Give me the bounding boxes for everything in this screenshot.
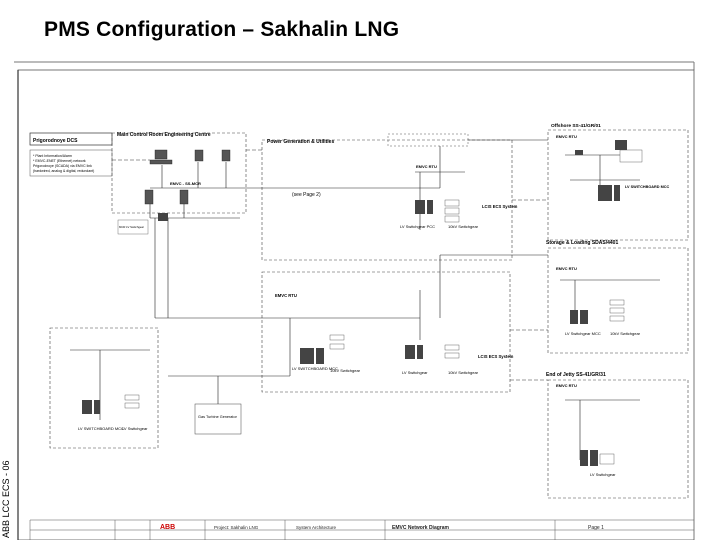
mid-lv2-label: LV Switchgear <box>402 370 428 375</box>
storage-area <box>547 247 689 354</box>
see-page-label: (see Page 2) <box>292 192 321 198</box>
ll-kv-label: LV Switchgear <box>122 426 148 431</box>
prigorodnoye-label: Prigorodnoye DCS <box>33 138 78 144</box>
gtg-label: Gas Turbine Generator <box>198 415 238 419</box>
emvc-rtu-label-sl: EMVC RTU <box>556 266 577 271</box>
mcr-workstation-icon <box>144 149 231 205</box>
mcr-area <box>111 132 247 214</box>
notes-box <box>29 149 113 177</box>
title-block <box>29 519 694 540</box>
mid-cabinets <box>300 334 460 364</box>
emvc-rtu-label-pg: EMVC RTU <box>416 164 437 169</box>
end-jetty-cabinets <box>580 450 615 466</box>
power-gen-label: Power Generation & Utilities <box>267 139 334 145</box>
note-1: * Plant Information/Alarm <box>33 154 72 158</box>
power-gen-area <box>261 139 513 261</box>
note-3: Prigorodnoye (SCADA) via EMVC link <box>33 164 92 168</box>
mid-lcis-label: LCIS ECS System <box>478 354 514 359</box>
left-lower-area <box>49 327 159 449</box>
mcr-label: Main Control Room Engineering Centre <box>117 132 211 138</box>
ej-lv-label: LV Switchgear <box>590 472 616 477</box>
footer-logo: ABB <box>160 524 175 531</box>
emvc-ss-mcr-label: EMVC - SS-MCR <box>170 181 201 186</box>
note-2: * EMVC-ENET (Ethernet) network <box>33 159 86 163</box>
ll-lv-label: LV SWITCHBOARD MCC <box>78 426 124 431</box>
footer-system: System Architecture <box>296 525 337 530</box>
left-lower-cabinets <box>82 394 140 414</box>
sl-kv-label: 10kV Switchgear <box>610 331 641 336</box>
mid-kv2-label: 10kV Switchgear <box>448 370 479 375</box>
pg-lcis-label: LCIS ECS System <box>482 204 518 209</box>
storage-label: Storage & Loading SDAS/4401 <box>546 240 618 246</box>
off-lv-label: LV SWITCHBOARD MCC <box>625 185 669 189</box>
emvc-rtu-label-mid: EMVC RTU <box>275 293 297 298</box>
mid-area <box>261 271 511 393</box>
note-4: (hardwired, analog & digital, redundant) <box>33 169 94 173</box>
mcr-lv-box <box>117 219 149 235</box>
gtg-box <box>194 403 242 435</box>
pg-rtu-cabinets <box>415 199 460 223</box>
pg-kv-label: 10kV Switchgear <box>448 224 479 229</box>
end-jetty-label: End of Jetty SS-41/GR/31 <box>546 372 606 378</box>
mid-kv-label: 10kV Switchgear <box>330 368 361 373</box>
mid-lv-label: LV SWITCHBOARD MCC <box>292 366 338 371</box>
footer-drawing: EMVC Network Diagram <box>392 525 450 531</box>
footer-page: Page 1 <box>588 525 604 531</box>
offshore-label: Offshore SS-41/GR/01 <box>551 123 601 129</box>
emvc-rtu-label-off: EMVC RTU <box>556 134 577 139</box>
footer-project: Project: Sakhalin LNG <box>214 525 259 530</box>
mcr-lv-label: MCR LV Switchgear <box>119 225 144 229</box>
sl-lv-label: LV Switchgear MCC <box>565 331 601 336</box>
offshore-cabinets <box>575 140 643 201</box>
end-jetty-area <box>547 379 689 499</box>
storage-cabinets <box>570 299 625 324</box>
drawing-frame <box>17 69 695 540</box>
offshore-area <box>547 129 689 241</box>
pg-lv-label: LV Switchgear PCC <box>400 224 435 229</box>
slide-title: PMS Configuration – Sakhalin LNG <box>44 18 400 41</box>
ej-rtu-label: EMVC RTU <box>556 383 577 388</box>
